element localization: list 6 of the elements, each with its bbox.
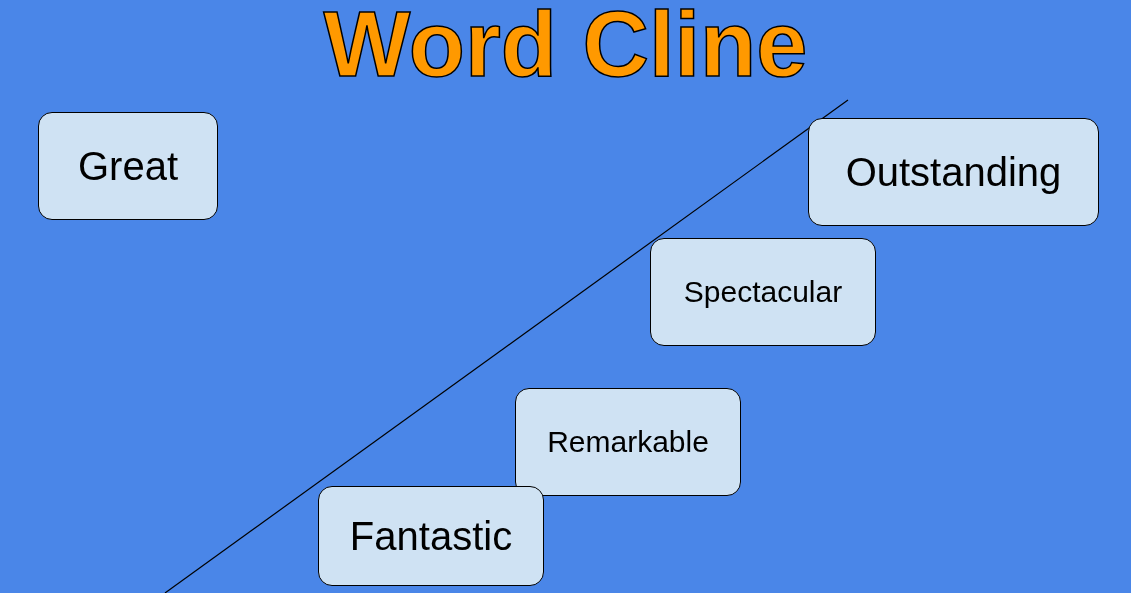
word-box: Fantastic: [318, 486, 544, 586]
word-box: Remarkable: [515, 388, 741, 496]
word-box: Outstanding: [808, 118, 1099, 226]
title: Word Cline: [322, 0, 809, 94]
word-box: Great: [38, 112, 218, 220]
word-box: Spectacular: [650, 238, 876, 346]
